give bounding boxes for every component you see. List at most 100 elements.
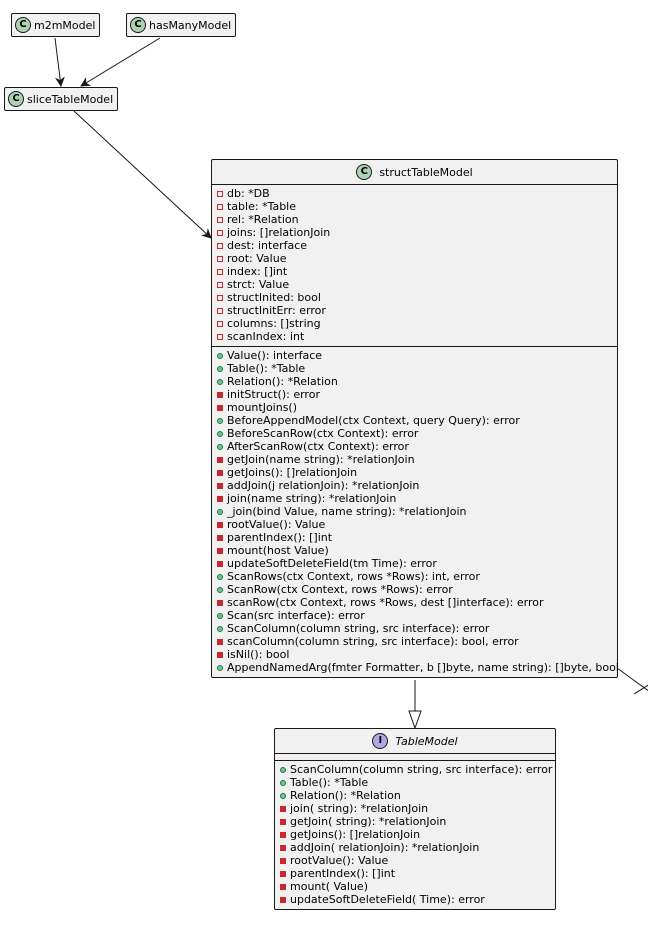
- method-row: scanColumn(column string, src interface)…: [217, 635, 617, 648]
- method-row: updateSoftDeleteField( Time): error: [280, 893, 555, 906]
- private-visibility-icon: [217, 190, 223, 197]
- private-visibility-icon: [217, 242, 223, 249]
- field-row: rel: *Relation: [217, 213, 617, 226]
- private-visibility-icon: [217, 294, 223, 301]
- public-visibility-icon: [217, 443, 223, 450]
- private-visibility-icon: [280, 818, 286, 825]
- field-row: columns: []string: [217, 317, 617, 330]
- private-visibility-icon: [280, 844, 286, 851]
- public-visibility-icon: [280, 792, 286, 799]
- method-text: ScanRows(ctx Context, rows *Rows): int, …: [227, 570, 480, 583]
- method-text: _join(bind Value, name string): *relatio…: [227, 505, 467, 518]
- slicetablemodel-title: sliceTableModel: [27, 92, 114, 106]
- private-visibility-icon: [217, 469, 223, 476]
- method-text: Scan(src interface): error: [227, 609, 365, 622]
- method-text: scanRow(ctx Context, rows *Rows, dest []…: [227, 596, 544, 609]
- public-visibility-icon: [217, 573, 223, 580]
- private-visibility-icon: [217, 391, 223, 398]
- method-text: rootValue(): Value: [227, 518, 326, 531]
- private-visibility-icon: [217, 495, 223, 502]
- private-visibility-icon: [280, 896, 286, 903]
- method-row: addJoin( relationJoin): *relationJoin: [280, 841, 555, 854]
- hasmanymodel-node[interactable]: C hasManyModel: [126, 13, 237, 37]
- field-row: db: *DB: [217, 187, 617, 200]
- method-row: mount(host Value): [217, 544, 617, 557]
- field-text: strct: Value: [227, 278, 290, 291]
- method-row: rootValue(): Value: [280, 854, 555, 867]
- public-visibility-icon: [280, 766, 286, 773]
- method-row: rootValue(): Value: [217, 518, 617, 531]
- m2mmodel-title: m2mModel: [34, 18, 96, 32]
- method-text: rootValue(): Value: [290, 854, 389, 867]
- method-row: BeforeAppendModel(ctx Context, query Que…: [217, 414, 617, 427]
- method-row: ScanColumn(column string, src interface)…: [280, 763, 555, 776]
- field-row: scanIndex: int: [217, 330, 617, 343]
- slicetablemodel-node[interactable]: C sliceTableModel: [4, 87, 119, 111]
- tablemodel-node[interactable]: I TableModel ScanColumn(column string, s…: [274, 728, 556, 910]
- class-badge-icon: C: [15, 17, 31, 33]
- public-visibility-icon: [217, 612, 223, 619]
- private-visibility-icon: [217, 547, 223, 554]
- method-text: getJoins(): []relationJoin: [290, 828, 421, 841]
- private-visibility-icon: [217, 229, 223, 236]
- private-visibility-icon: [217, 521, 223, 528]
- class-badge-icon: C: [356, 164, 373, 180]
- method-row: ScanColumn(column string, src interface)…: [217, 622, 617, 635]
- field-row: structInited: bool: [217, 291, 617, 304]
- private-visibility-icon: [217, 599, 223, 606]
- field-text: rel: *Relation: [227, 213, 299, 226]
- method-text: Table(): *Table: [290, 776, 369, 789]
- method-row: isNil(): bool: [217, 648, 617, 661]
- private-visibility-icon: [217, 456, 223, 463]
- tablemodel-header: I TableModel: [275, 729, 555, 753]
- method-row: ScanRows(ctx Context, rows *Rows): int, …: [217, 570, 617, 583]
- private-visibility-icon: [280, 831, 286, 838]
- structtablemodel-header: C structTableModel: [212, 160, 617, 184]
- public-visibility-icon: [217, 417, 223, 424]
- private-visibility-icon: [217, 560, 223, 567]
- method-row: getJoins(): []relationJoin: [217, 466, 617, 479]
- method-text: join( string): *relationJoin: [290, 802, 429, 815]
- method-text: mountJoins(): [227, 401, 298, 414]
- method-text: join(name string): *relationJoin: [227, 492, 397, 505]
- method-row: Table(): *Table: [217, 362, 617, 375]
- field-text: joins: []relationJoin: [227, 226, 331, 239]
- field-row: dest: interface: [217, 239, 617, 252]
- method-row: getJoins(): []relationJoin: [280, 828, 555, 841]
- method-text: ScanRow(ctx Context, rows *Rows): error: [227, 583, 453, 596]
- method-row: Scan(src interface): error: [217, 609, 617, 622]
- field-row: structInitErr: error: [217, 304, 617, 317]
- field-text: columns: []string: [227, 317, 321, 330]
- method-text: ScanColumn(column string, src interface)…: [290, 763, 553, 776]
- field-text: table: *Table: [227, 200, 297, 213]
- method-text: addJoin( relationJoin): *relationJoin: [290, 841, 480, 854]
- public-visibility-icon: [217, 664, 223, 671]
- private-visibility-icon: [217, 281, 223, 288]
- tablemodel-title: TableModel: [395, 734, 458, 748]
- method-row: mount( Value): [280, 880, 555, 893]
- method-text: parentIndex(): []int: [227, 531, 333, 544]
- method-text: BeforeAppendModel(ctx Context, query Que…: [227, 414, 520, 427]
- private-visibility-icon: [280, 883, 286, 890]
- field-text: structInitErr: error: [227, 304, 326, 317]
- edge-offscreen: [616, 667, 648, 692]
- private-visibility-icon: [217, 333, 223, 340]
- method-row: _join(bind Value, name string): *relatio…: [217, 505, 617, 518]
- method-row: mountJoins(): [217, 401, 617, 414]
- private-visibility-icon: [217, 320, 223, 327]
- public-visibility-icon: [217, 352, 223, 359]
- method-row: updateSoftDeleteField(tm Time): error: [217, 557, 617, 570]
- private-visibility-icon: [280, 870, 286, 877]
- method-text: updateSoftDeleteField( Time): error: [290, 893, 485, 906]
- method-row: Value(): interface: [217, 349, 617, 362]
- tablemodel-methods: ScanColumn(column string, src interface)…: [275, 761, 555, 909]
- realization-arrowhead: [408, 710, 422, 730]
- method-text: Value(): interface: [227, 349, 323, 362]
- method-text: getJoins(): []relationJoin: [227, 466, 358, 479]
- m2mmodel-node[interactable]: C m2mModel: [11, 13, 101, 37]
- field-text: structInited: bool: [227, 291, 321, 304]
- field-row: root: Value: [217, 252, 617, 265]
- structtablemodel-title: structTableModel: [379, 165, 473, 179]
